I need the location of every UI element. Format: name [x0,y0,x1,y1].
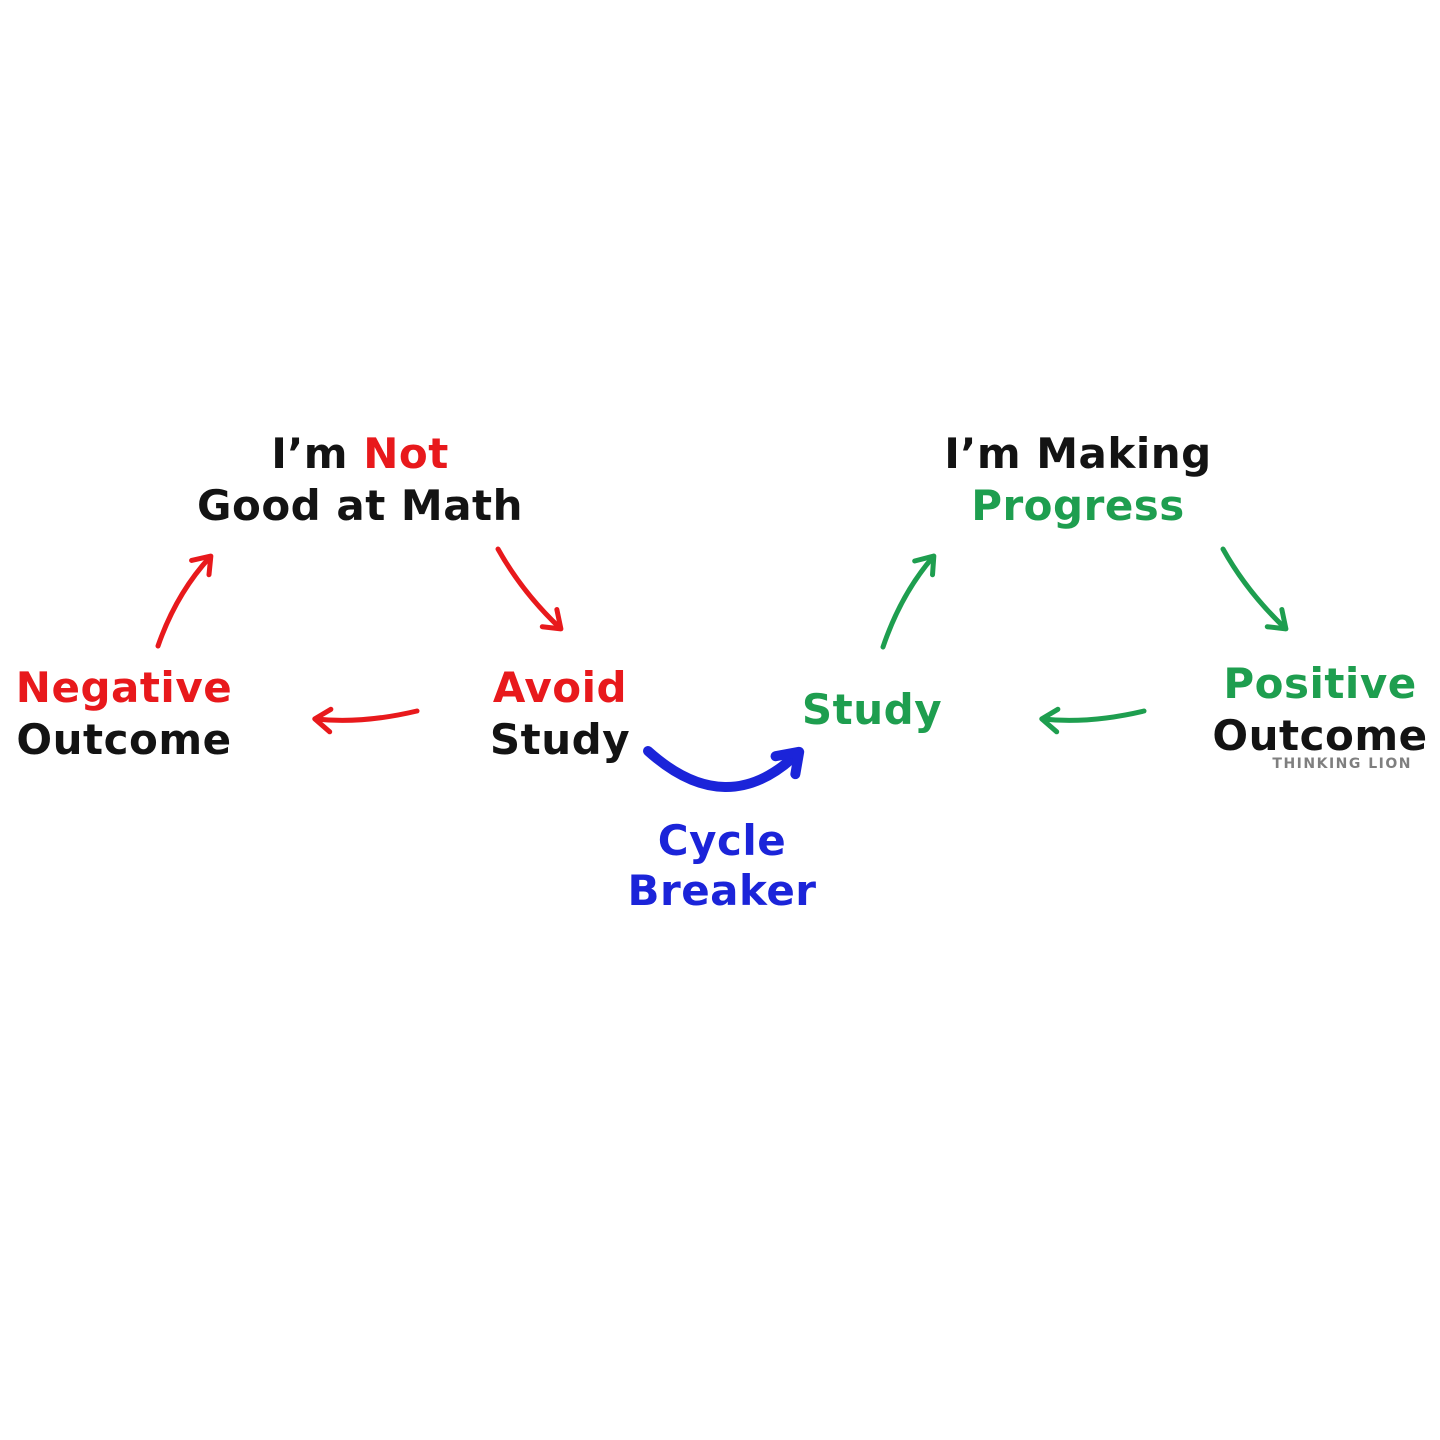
negative-belief-line1-prefix: I’m [271,429,364,478]
positive-outcome-line2: Outcome [1212,711,1428,760]
watermark-thinking-lion: THINKING LION [1272,756,1412,772]
positive-belief-line2: Progress [971,481,1185,530]
cycle-breaker-label: Cycle Breaker [627,816,816,916]
arrow-positive-outcome-to-study [1039,706,1147,735]
arrow-cycle-breaker [643,746,805,792]
arrow-belief-to-avoid [495,546,564,632]
cycle-breaker-line1: Cycle [657,816,787,865]
arrow-progress-to-positive-outcome [1220,546,1289,632]
avoid-study-line1: Avoid [492,663,628,712]
arrow-study-to-progress [880,553,937,650]
cycle-breaker-line2: Breaker [627,866,817,915]
negative-outcome-line1: Negative [15,663,233,712]
positive-outcome-line1: Positive [1223,659,1417,708]
negative-belief-line1-highlight: Not [363,429,449,478]
negative-belief-node: I’m Not Good at Math [197,428,523,532]
negative-outcome-line2: Outcome [16,715,232,764]
negative-belief-line2: Good at Math [196,481,524,530]
positive-belief-line1: I’m Making [944,429,1212,478]
study-label: Study [801,685,943,734]
avoid-study-node: Avoid Study [490,662,630,766]
negative-outcome-node: Negative Outcome [16,662,232,766]
arrow-avoid-to-negative-outcome [312,706,420,735]
study-node: Study [802,684,942,736]
arrow-negative-outcome-to-belief [155,553,214,649]
positive-belief-node: I’m Making Progress [944,428,1211,532]
positive-outcome-node: Positive Outcome [1212,658,1427,762]
avoid-study-line2: Study [489,715,631,764]
